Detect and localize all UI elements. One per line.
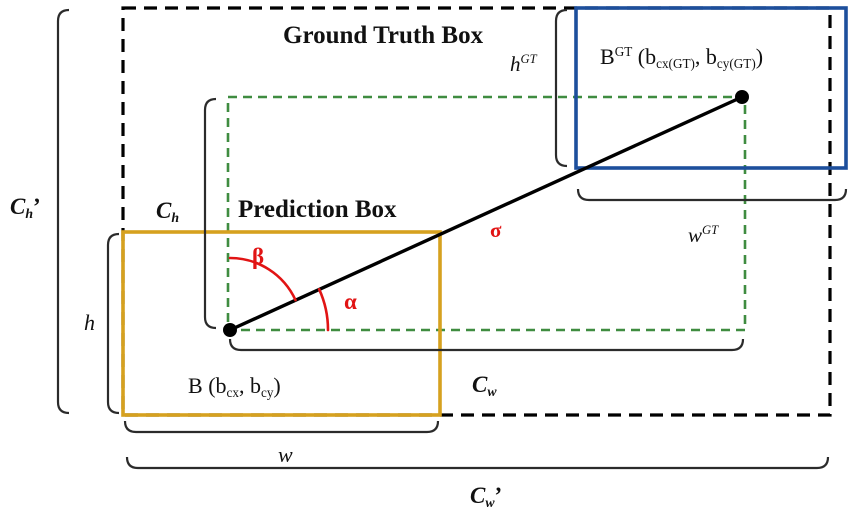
h-label: h [84,310,95,335]
ground-truth-box [574,6,848,170]
ch-prime-bracket [56,8,70,415]
h-gt-bracket [554,8,568,168]
h-bracket [106,232,120,415]
h-gt-label: hGT [510,52,537,76]
gt-label-sub-cx: cx(GT) [656,55,695,71]
center-connection-box [226,95,747,332]
h-gt-sup: GT [520,52,537,67]
ch-prime-base: C [10,194,26,219]
beta-label: β [252,244,265,269]
pred-label-sub-cy: cy [260,384,274,400]
cw-sub: w [487,383,497,399]
w-gt-label: wGT [688,223,718,247]
prediction-center-label: B (bcx, bcy) [188,373,281,400]
ground-truth-center-dot [735,90,749,104]
ch-prime-label: Ch’ [10,194,41,221]
cw-prime-bracket [125,456,830,470]
prediction-box-title: Prediction Box [238,196,397,223]
ch-base: C [156,198,172,223]
pred-label-sep: , b [238,373,261,398]
outer-enclosing-box [121,6,832,417]
ch-bracket [203,97,217,330]
pred-label-sub-cx: cx [226,384,239,400]
ch-prime-mark: ’ [33,194,41,219]
w-gt-base: w [688,223,703,247]
gt-label-sub-cy: cy(GT) [716,55,756,71]
sigma-label: σ [490,218,502,242]
cw-prime-label: Cw’ [470,483,503,510]
cw-prime-sub: w [485,494,495,510]
beta-angle-arc [228,256,297,302]
cw-bracket [228,338,745,352]
gt-label-sep: , b [694,44,717,69]
center-distance-line [229,95,743,332]
prediction-box [121,230,442,417]
pred-label-open: (b [202,373,227,398]
w-gt-sup: GT [702,223,719,238]
gt-label-base: B [600,44,615,69]
w-bracket [123,420,440,434]
pred-label-close: ) [273,373,281,398]
pred-label-base: B [188,373,203,398]
cw-prime-mark: ’ [494,483,503,508]
h-gt-base: h [510,52,521,76]
ground-truth-box-title: Ground Truth Box [283,22,484,49]
ch-sub: h [171,209,180,225]
cw-label: Cw [472,372,497,399]
gt-label-sup: GT [614,44,633,60]
gt-label-close: ) [755,44,764,69]
gt-center-label: BGT (bcx(GT), bcy(GT)) [600,44,764,71]
gt-label-open: (b [632,44,657,69]
alpha-label: α [344,289,357,314]
cw-base: C [472,372,488,397]
ch-prime-sub: h [25,205,34,221]
w-gt-bracket [576,188,848,202]
w-label: w [278,442,293,467]
ch-label: Ch [156,198,180,225]
cw-prime-base: C [470,483,486,508]
prediction-center-dot [223,323,237,337]
alpha-angle-arc [317,288,330,332]
